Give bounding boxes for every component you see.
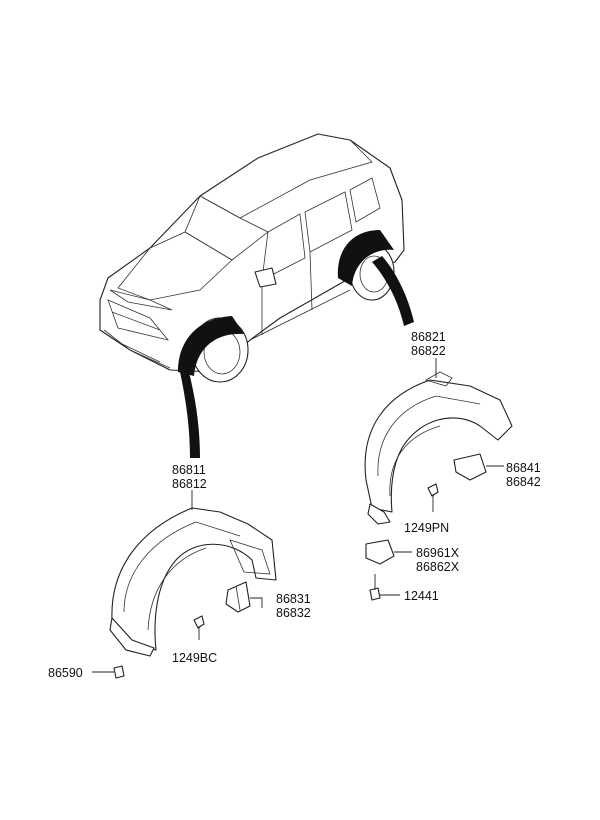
rear-liner-top-clip (424, 371, 453, 387)
rear-pointer-arrow (372, 256, 414, 326)
rear-liner-tab (367, 503, 391, 525)
vehicle-quarter-window (349, 177, 381, 223)
label-rear-liner-right: 86822 (411, 344, 446, 358)
label-rear-guard-right: 86842 (506, 475, 541, 489)
label-rear-flap-left: 86961X (416, 546, 460, 560)
front-bolt-icon (113, 665, 125, 679)
label-rear-screw: 1249PN (404, 521, 449, 535)
front-liner-tab (109, 617, 155, 657)
label-front-guard-right: 86832 (276, 606, 311, 620)
rear-screw-icon (427, 483, 439, 497)
rear-liner-inner-line (377, 395, 481, 497)
vehicle-grille (107, 299, 170, 341)
vehicle-side-window-rear (304, 191, 353, 253)
label-front-screw: 1249BC (172, 651, 217, 665)
rear-wheel-liner (364, 371, 513, 601)
vehicle-hood (117, 231, 233, 301)
front-wheel-liner (109, 507, 277, 679)
vehicle-bumper (103, 329, 171, 369)
front-pointer-arrow (180, 368, 200, 458)
vehicle-sill (249, 289, 351, 341)
label-front-liner-right: 86812 (172, 477, 207, 491)
vehicle-windshield (184, 195, 269, 261)
vehicle-headlight (109, 289, 173, 311)
label-front-bolt: 86590 (48, 666, 83, 680)
vehicle-roof (199, 133, 373, 219)
vehicle-side-window-front (261, 213, 306, 281)
label-rear-bolt: 12441 (404, 589, 439, 603)
front-liner-shell (111, 507, 277, 651)
vehicle-illustration (99, 133, 405, 383)
label-rear-liner-left: 86821 (411, 330, 446, 344)
rear-flap-part (365, 539, 395, 565)
front-liner-inner-line (123, 521, 241, 631)
front-screw-icon (193, 615, 205, 629)
label-front-liner-left: 86811 (172, 463, 206, 477)
vehicle-mirror (254, 267, 277, 288)
rear-liner-shell (364, 379, 513, 513)
rear-guard-bracket (453, 453, 487, 481)
front-wheel-arch-highlight (178, 316, 244, 376)
label-rear-flap-right: 86862X (416, 560, 460, 574)
rear-wheel-arch-highlight (337, 230, 394, 286)
front-liner-flange (229, 539, 271, 575)
vehicle-door-line (261, 251, 313, 335)
label-front-guard-left: 86831 (276, 592, 311, 606)
label-rear-guard-left: 86841 (506, 461, 541, 475)
front-guard-leader (250, 597, 263, 608)
